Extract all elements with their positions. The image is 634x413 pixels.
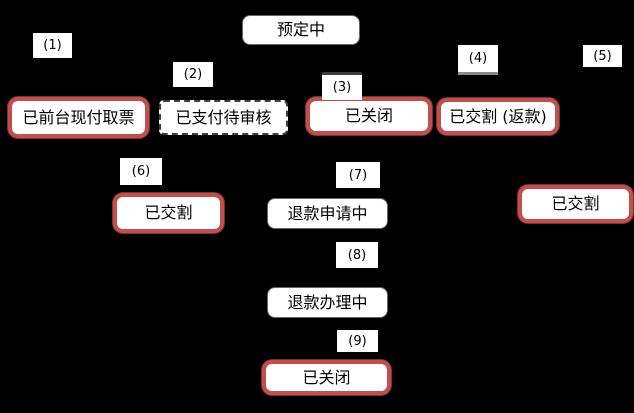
step-label-9: (9) <box>337 330 378 352</box>
node-refund-requesting: 退款申请中 <box>267 198 388 229</box>
node-settled-refund: 已交割 (返款) <box>437 98 559 135</box>
node-refund-processing: 退款办理中 <box>267 287 388 318</box>
node-closed-top: 已关闭 <box>306 97 432 135</box>
node-counter-paid-ticketed: 已前台现付取票 <box>8 97 149 138</box>
node-settled-right: 已交割 <box>518 185 633 223</box>
node-closed-bottom: 已关闭 <box>262 360 391 395</box>
node-settled-left: 已交割 <box>113 193 224 233</box>
step-label-6: (6) <box>120 158 162 185</box>
step-label-3: (3) <box>322 72 362 100</box>
step-label-1: (1) <box>33 33 72 58</box>
step-label-8: (8) <box>336 242 378 268</box>
node-paid-pending-review: 已支付待审核 <box>159 100 288 135</box>
node-booking: 预定中 <box>242 15 360 45</box>
step-label-4: (4) <box>458 45 498 75</box>
step-label-5: (5) <box>583 45 622 67</box>
step-label-2: (2) <box>173 62 213 87</box>
step-label-7: (7) <box>336 162 380 188</box>
